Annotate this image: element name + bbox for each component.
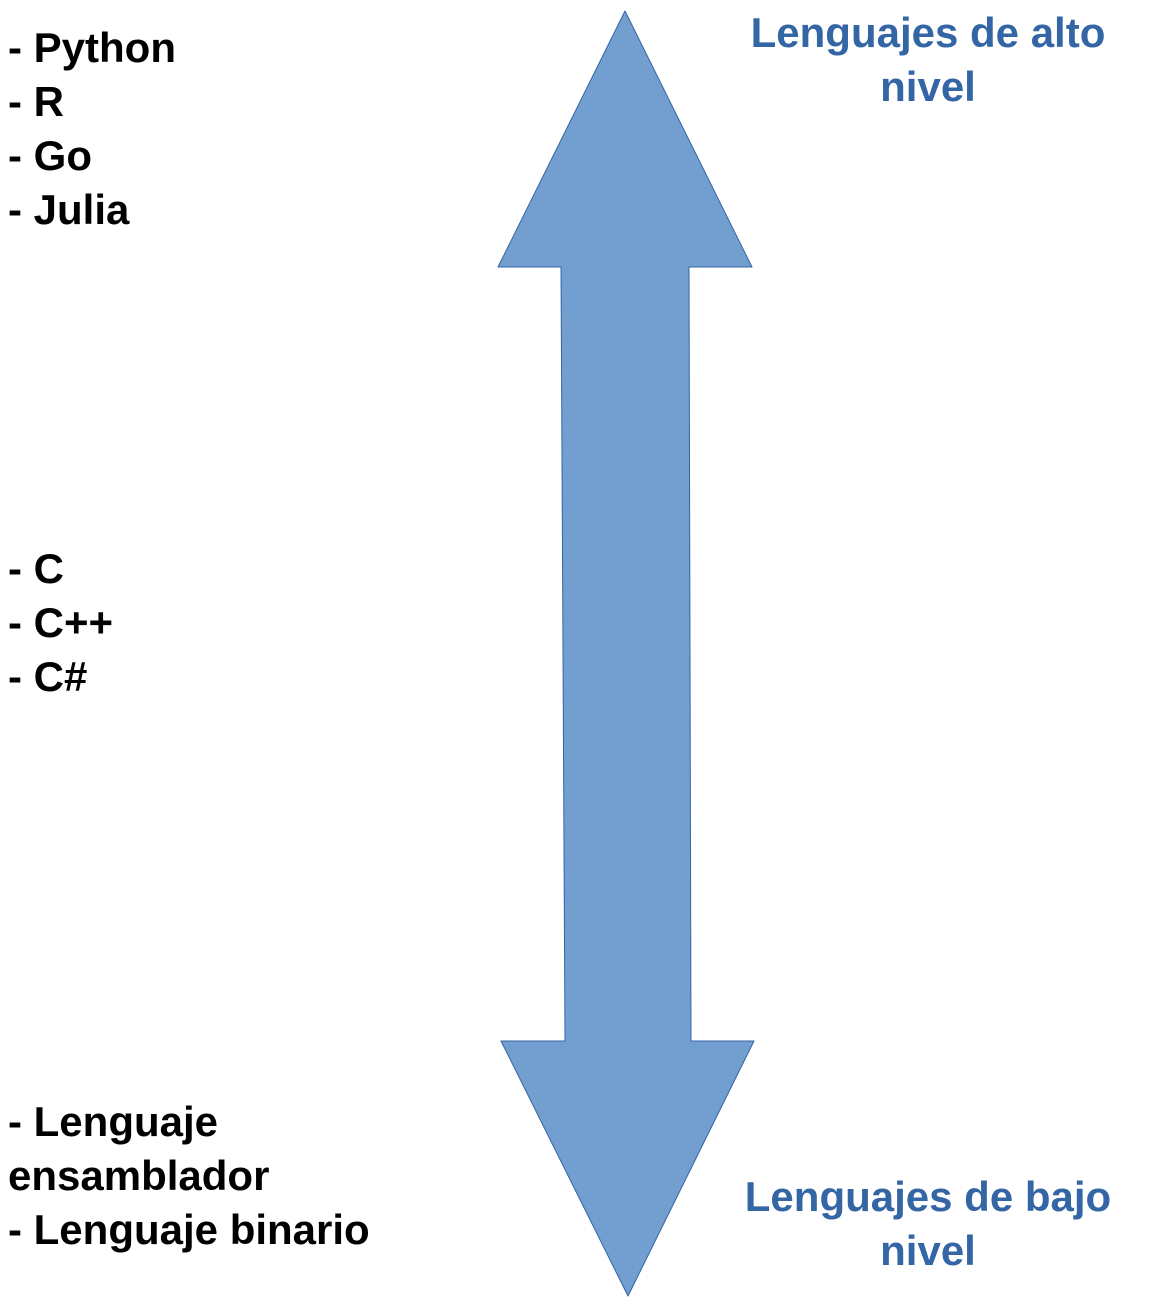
list-item: ensamblador xyxy=(8,1152,270,1199)
list-item: - Lenguaje binario xyxy=(8,1206,370,1253)
list-item: - Go xyxy=(8,132,92,179)
list-item: - Julia xyxy=(8,186,130,233)
low-level-language-list: - Lenguaje ensamblador - Lenguaje binari… xyxy=(8,1095,370,1257)
list-item: - Lenguaje xyxy=(8,1098,219,1145)
list-item: - C++ xyxy=(8,599,114,646)
list-item: - R xyxy=(8,78,64,125)
high-level-language-list: - Python - R - Go - Julia xyxy=(8,21,176,237)
list-item: - C xyxy=(8,545,64,592)
list-item: - Python xyxy=(8,24,176,71)
arrow-shape xyxy=(497,10,755,1297)
high-level-languages-label: Lenguajes de alto nivel xyxy=(750,9,1106,110)
list-item: - C# xyxy=(8,653,88,700)
mid-level-language-list: - C - C++ - C# xyxy=(8,542,113,704)
low-level-languages-label: Lenguajes de bajo nivel xyxy=(744,1173,1112,1274)
